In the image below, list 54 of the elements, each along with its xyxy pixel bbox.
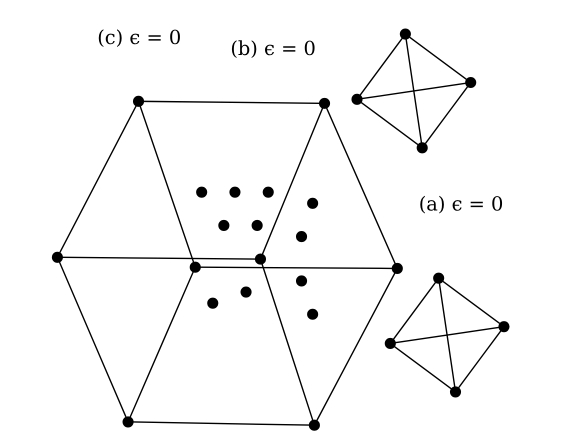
label: (c) ϵ = 0	[96, 26, 181, 50]
node-circle	[308, 420, 320, 431]
connector	[325, 108, 396, 264]
node-circle	[240, 286, 252, 298]
node-circle	[196, 186, 207, 198]
node-circle	[295, 231, 307, 242]
connector	[260, 264, 313, 420]
connector	[139, 106, 194, 262]
connector	[424, 86, 468, 144]
node-circle	[295, 275, 307, 286]
node-circle	[350, 94, 362, 105]
node-circle	[254, 254, 266, 265]
node-circle	[306, 308, 318, 320]
node-circle	[206, 298, 218, 309]
node-circle	[51, 252, 62, 263]
connector	[361, 82, 466, 100]
connector	[458, 330, 501, 388]
node-circle	[306, 198, 318, 209]
connector	[261, 108, 323, 255]
label: (b) ϵ = 0	[230, 37, 316, 60]
node-circle	[189, 262, 200, 273]
connector	[58, 262, 126, 418]
node-circle	[318, 98, 330, 109]
connector	[394, 326, 498, 344]
connector	[438, 283, 455, 388]
connector	[360, 102, 418, 146]
connector	[129, 271, 194, 418]
node-circle	[464, 76, 476, 88]
connector	[142, 100, 319, 104]
node-circle	[399, 28, 410, 40]
node-circle	[432, 272, 444, 284]
node-circle	[228, 186, 240, 198]
node-circle	[498, 321, 510, 332]
node-circle	[384, 338, 396, 350]
connector	[404, 39, 422, 144]
connector	[58, 106, 136, 253]
node-circle	[449, 386, 461, 398]
connector	[394, 346, 452, 390]
node-circle	[122, 416, 134, 428]
connector	[359, 38, 402, 96]
node-circle	[132, 96, 144, 107]
connector	[408, 36, 466, 80]
node-circle	[416, 142, 428, 154]
label: (a) ϵ = 0	[418, 192, 503, 216]
connector	[392, 282, 436, 340]
connector	[132, 421, 309, 426]
node-circle	[218, 220, 229, 232]
connector	[442, 280, 500, 324]
connector	[62, 256, 255, 260]
node-circle	[251, 220, 262, 232]
node-circle	[391, 262, 402, 274]
connector	[316, 272, 396, 421]
node-circle	[262, 186, 274, 198]
connector	[200, 266, 392, 270]
